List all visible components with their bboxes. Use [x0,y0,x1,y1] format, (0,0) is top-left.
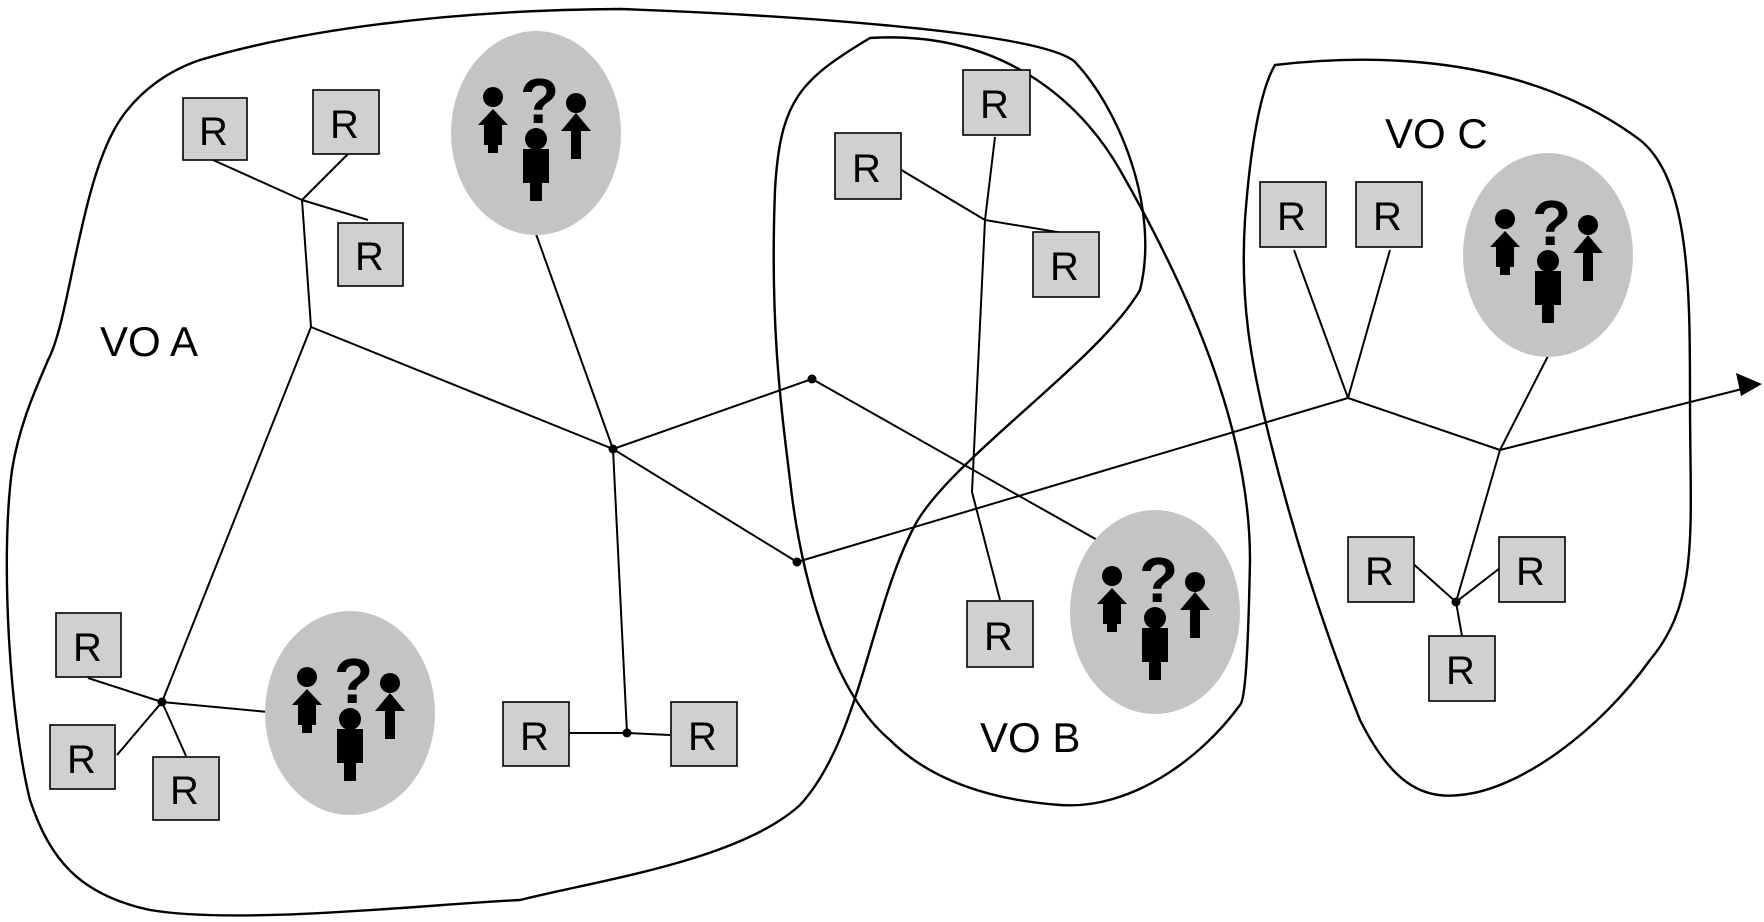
resource-box: R [1347,536,1415,603]
resource-box: R [152,756,220,821]
svg-text:R: R [1365,550,1394,594]
svg-text:R: R [1277,195,1306,239]
resource-box: R [55,612,122,678]
resource-box: R [312,89,380,155]
svg-text:R: R [170,769,199,813]
resource-box: R [1032,231,1100,298]
user-group-question-icon: ? [1070,510,1240,714]
svg-text:R: R [852,147,881,191]
vo-c-boundary [1242,58,1693,797]
svg-text:?: ? [1139,544,1178,616]
junction-dots [157,374,1461,738]
resource-box: R [1498,536,1566,603]
resources: R R R R R R R R R R R R R R R R R [49,69,1566,821]
svg-text:?: ? [1532,187,1571,259]
user-group-question-icon: ? [265,611,435,815]
svg-text:R: R [1050,245,1079,289]
svg-text:?: ? [520,65,559,137]
user-group-question-icon: ? [451,31,621,235]
svg-text:R: R [67,738,96,782]
network-links [87,136,1759,757]
vo-b-boundary [772,36,1252,807]
svg-text:R: R [330,103,359,147]
resource-box: R [337,222,404,287]
user-group-question-icon: ? [1463,153,1633,357]
resource-box: R [502,701,570,767]
resource-box: R [49,724,116,790]
vo-c-label: VO C [1385,110,1488,157]
svg-text:R: R [199,110,228,154]
svg-text:R: R [1446,649,1475,693]
arrow-head-icon [1736,373,1762,396]
resource-box: R [962,69,1031,136]
svg-text:R: R [984,615,1013,659]
resource-box: R [966,600,1034,668]
svg-text:R: R [520,715,549,759]
svg-text:R: R [980,83,1009,127]
resource-box: R [182,97,248,161]
svg-text:R: R [1516,550,1545,594]
svg-text:R: R [688,715,717,759]
svg-text:?: ? [334,645,373,717]
resource-box: R [834,132,902,200]
vo-a-boundary [5,7,1147,917]
svg-text:R: R [1373,195,1402,239]
vo-a-label: VO A [100,318,198,365]
svg-text:R: R [73,626,102,670]
resource-box: R [1428,635,1496,702]
resource-box: R [1259,181,1327,248]
resource-box: R [670,701,738,767]
resource-box: R [1355,181,1423,248]
vo-b-label: VO B [980,714,1080,761]
svg-text:R: R [355,235,384,279]
